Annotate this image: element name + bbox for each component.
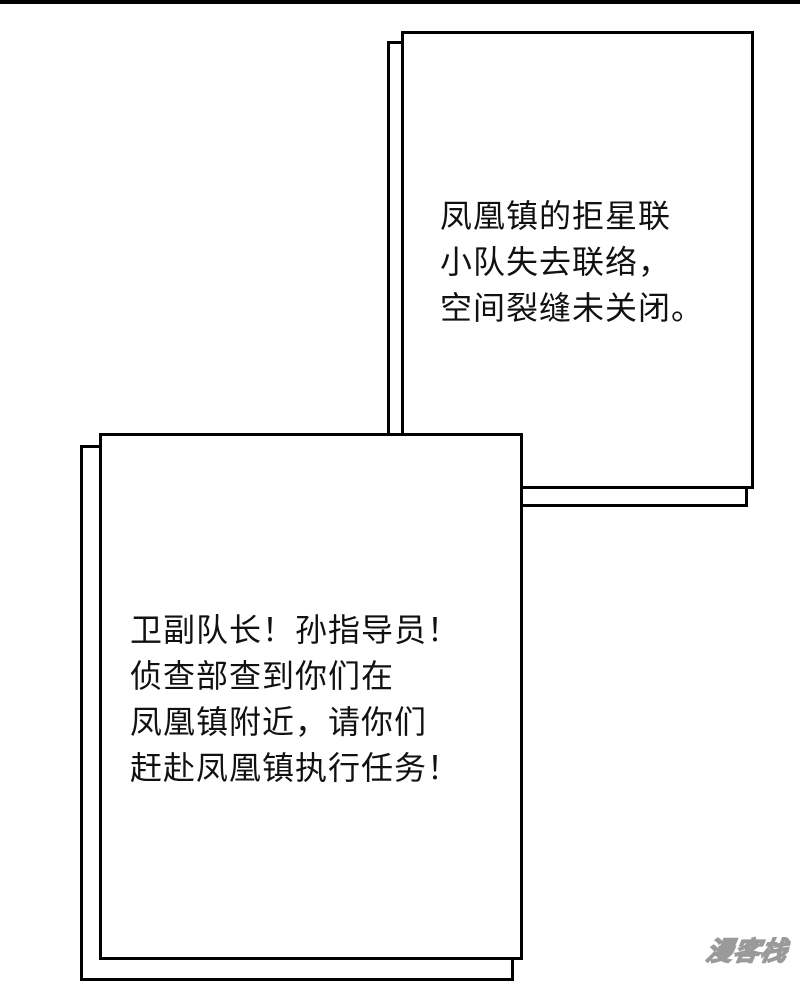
caption-line: 赶赴凤凰镇执行任务！ (130, 749, 461, 787)
caption-line: 空间裂缝未关闭。 (440, 289, 705, 327)
caption-line: 侦查部查到你们在 (130, 657, 395, 695)
top-border-line (0, 0, 800, 4)
caption-line: 卫副队长！孙指导员！ (130, 611, 461, 649)
bottom-panel-caption: 卫副队长！孙指导员！ 侦查部查到你们在 凤凰镇附近，请你们 赶赴凤凰镇执行任务！ (130, 607, 460, 791)
caption-line: 凤凰镇附近，请你们 (130, 703, 428, 741)
site-watermark-logo: 漫客栈 (703, 936, 791, 968)
top-panel-front-frame (401, 31, 754, 489)
caption-line: 小队失去联络， (440, 243, 672, 281)
caption-line: 凤凰镇的拒星联 (440, 197, 672, 235)
bottom-panel-front-frame (99, 433, 523, 960)
top-panel-caption: 凤凰镇的拒星联 小队失去联络， 空间裂缝未关闭。 (440, 193, 704, 331)
